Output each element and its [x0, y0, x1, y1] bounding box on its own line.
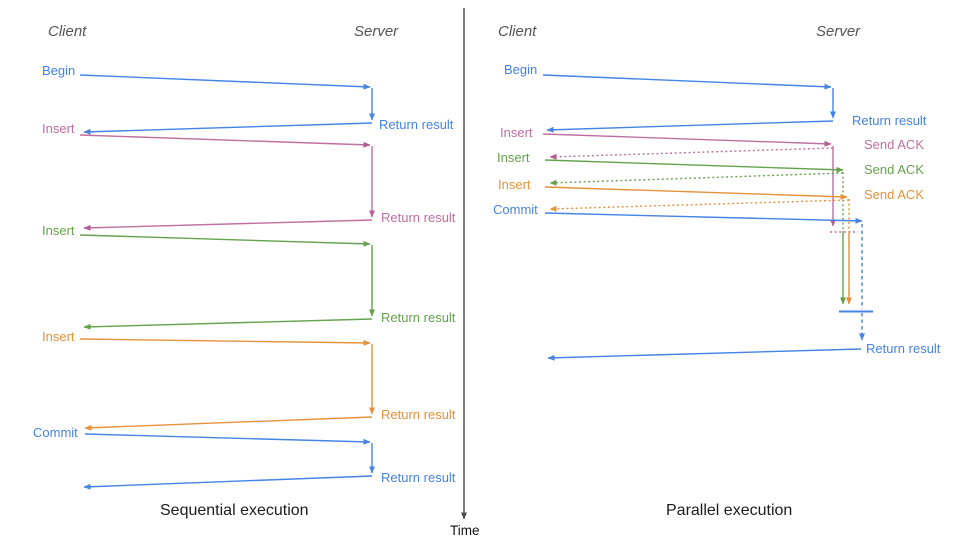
par-insert2-label: Insert	[497, 150, 530, 165]
left-client-header: Client	[48, 23, 87, 40]
right-client-header: Client	[498, 23, 537, 40]
par-insert3-arrows	[544, 186, 852, 305]
seq-insert1-label: Insert	[42, 121, 75, 136]
seq-insert1-arrows	[79, 134, 375, 231]
seq-insert3-label: Insert	[42, 329, 75, 344]
seq-commit-arrows	[83, 433, 375, 490]
par-begin-arrows	[542, 74, 836, 133]
par-insert1-arrows	[542, 133, 858, 233]
par-return-result-top-label: Return result	[852, 113, 927, 128]
right-server-header: Server	[816, 23, 861, 40]
seq-insert2-label: Insert	[42, 223, 75, 238]
par-insert2-arrows	[544, 159, 846, 305]
seq-return4-label: Return result	[381, 407, 456, 422]
time-axis-label: Time	[450, 523, 480, 538]
seq-return5-label: Return result	[381, 470, 456, 485]
seq-return2-label: Return result	[381, 210, 456, 225]
par-send-ack1-label: Send ACK	[864, 137, 924, 152]
seq-insert3-arrows	[79, 338, 375, 431]
seq-begin-arrows	[79, 74, 375, 135]
par-commit-arrows	[544, 212, 873, 361]
par-insert3-label: Insert	[498, 177, 531, 192]
seq-commit-label: Commit	[33, 425, 78, 440]
par-send-ack3-label: Send ACK	[864, 187, 924, 202]
par-begin-label: Begin	[504, 62, 538, 77]
seq-insert2-arrows	[79, 234, 375, 330]
left-server-header: Server	[354, 23, 399, 40]
parallel-execution-caption: Parallel execution	[666, 502, 793, 519]
seq-return3-label: Return result	[381, 310, 456, 325]
par-commit-label: Commit	[493, 202, 538, 217]
sequential-execution-caption: Sequential execution	[160, 502, 309, 519]
par-return-result-bottom-label: Return result	[866, 341, 941, 356]
seq-begin-label: Begin	[42, 63, 76, 78]
par-send-ack2-label: Send ACK	[864, 162, 924, 177]
seq-return1-label: Return result	[379, 117, 454, 132]
par-insert1-label: Insert	[500, 125, 533, 140]
